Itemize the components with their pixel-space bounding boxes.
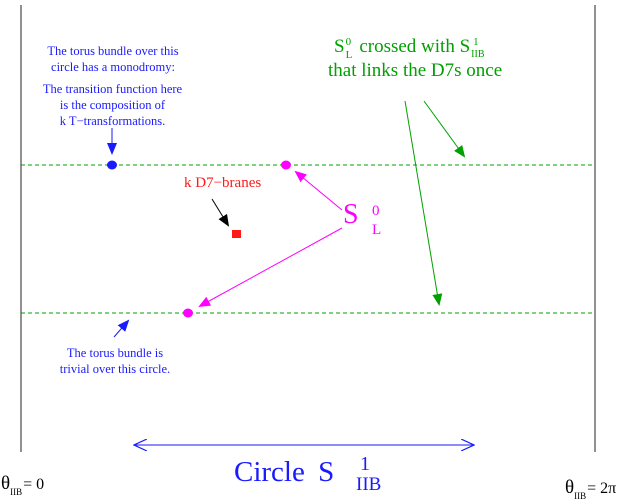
green-arrow-to-upper-line: [423, 100, 466, 158]
circle-sub: IIB: [356, 474, 382, 495]
monodromy-line-1: The torus bundle over this: [47, 44, 179, 58]
theta-left-sub: IIB: [10, 487, 23, 497]
sl-arrow-upper: [294, 170, 343, 211]
circle-sup: 1: [360, 453, 370, 475]
theta-left-value: = 0: [23, 476, 45, 493]
sl-label: S 0 L: [343, 199, 381, 239]
trivial-arrow: [113, 319, 130, 338]
crossed-sup-0: 0: [345, 36, 352, 48]
trivial-line-2: trivial over this circle.: [59, 362, 171, 376]
d7-brane-square: [232, 230, 241, 238]
theta-left-symbol: θ: [1, 473, 11, 494]
theta-right-symbol: θ: [565, 477, 575, 498]
theta-right-label: θIIB= 2π: [565, 477, 617, 502]
theta-left-label: θIIB= 0: [1, 473, 45, 498]
crossed-s2: S: [459, 36, 471, 57]
crossed-line-2: that links the D7s once: [328, 60, 503, 81]
sl-sub: L: [372, 222, 382, 238]
sl-s: S: [343, 199, 359, 230]
transition-line-3: k T−transformations.: [59, 114, 166, 128]
crossed-s: S: [334, 36, 345, 57]
transition-line-1: The transition function here: [42, 82, 183, 96]
sl-sup: 0: [372, 203, 380, 219]
blue-point-upper: [107, 160, 117, 170]
d7-arrow: [211, 198, 230, 227]
crossed-sub-iib: IIB: [471, 49, 485, 60]
circle-word: Circle: [234, 456, 305, 488]
monodromy-line-2: circle has a monodromy:: [51, 60, 175, 74]
monodromy-text: The torus bundle over this circle has a …: [28, 43, 198, 75]
crossed-mid: crossed with: [359, 36, 455, 57]
transition-line-2: is the composition of: [59, 98, 166, 112]
magenta-point-lower: [183, 308, 193, 318]
d7-label: k D7−branes: [184, 175, 262, 191]
theta-right-sub: IIB: [574, 491, 587, 501]
crossed-sub-l: L: [345, 49, 353, 61]
crossed-sup-1: 1: [473, 36, 479, 48]
sl-arrow-lower: [198, 227, 343, 307]
trivial-text: The torus bundle is trivial over this ci…: [40, 345, 190, 377]
circle-label: Circle S 1 IIB: [234, 453, 381, 495]
transition-text: The transition function here is the comp…: [20, 81, 205, 129]
trivial-line-1: The torus bundle is: [66, 346, 164, 360]
theta-right-value: = 2π: [587, 480, 617, 497]
circle-s: S: [318, 456, 335, 488]
magenta-point-upper: [281, 160, 291, 170]
green-arrow-to-lower-line: [404, 100, 443, 306]
